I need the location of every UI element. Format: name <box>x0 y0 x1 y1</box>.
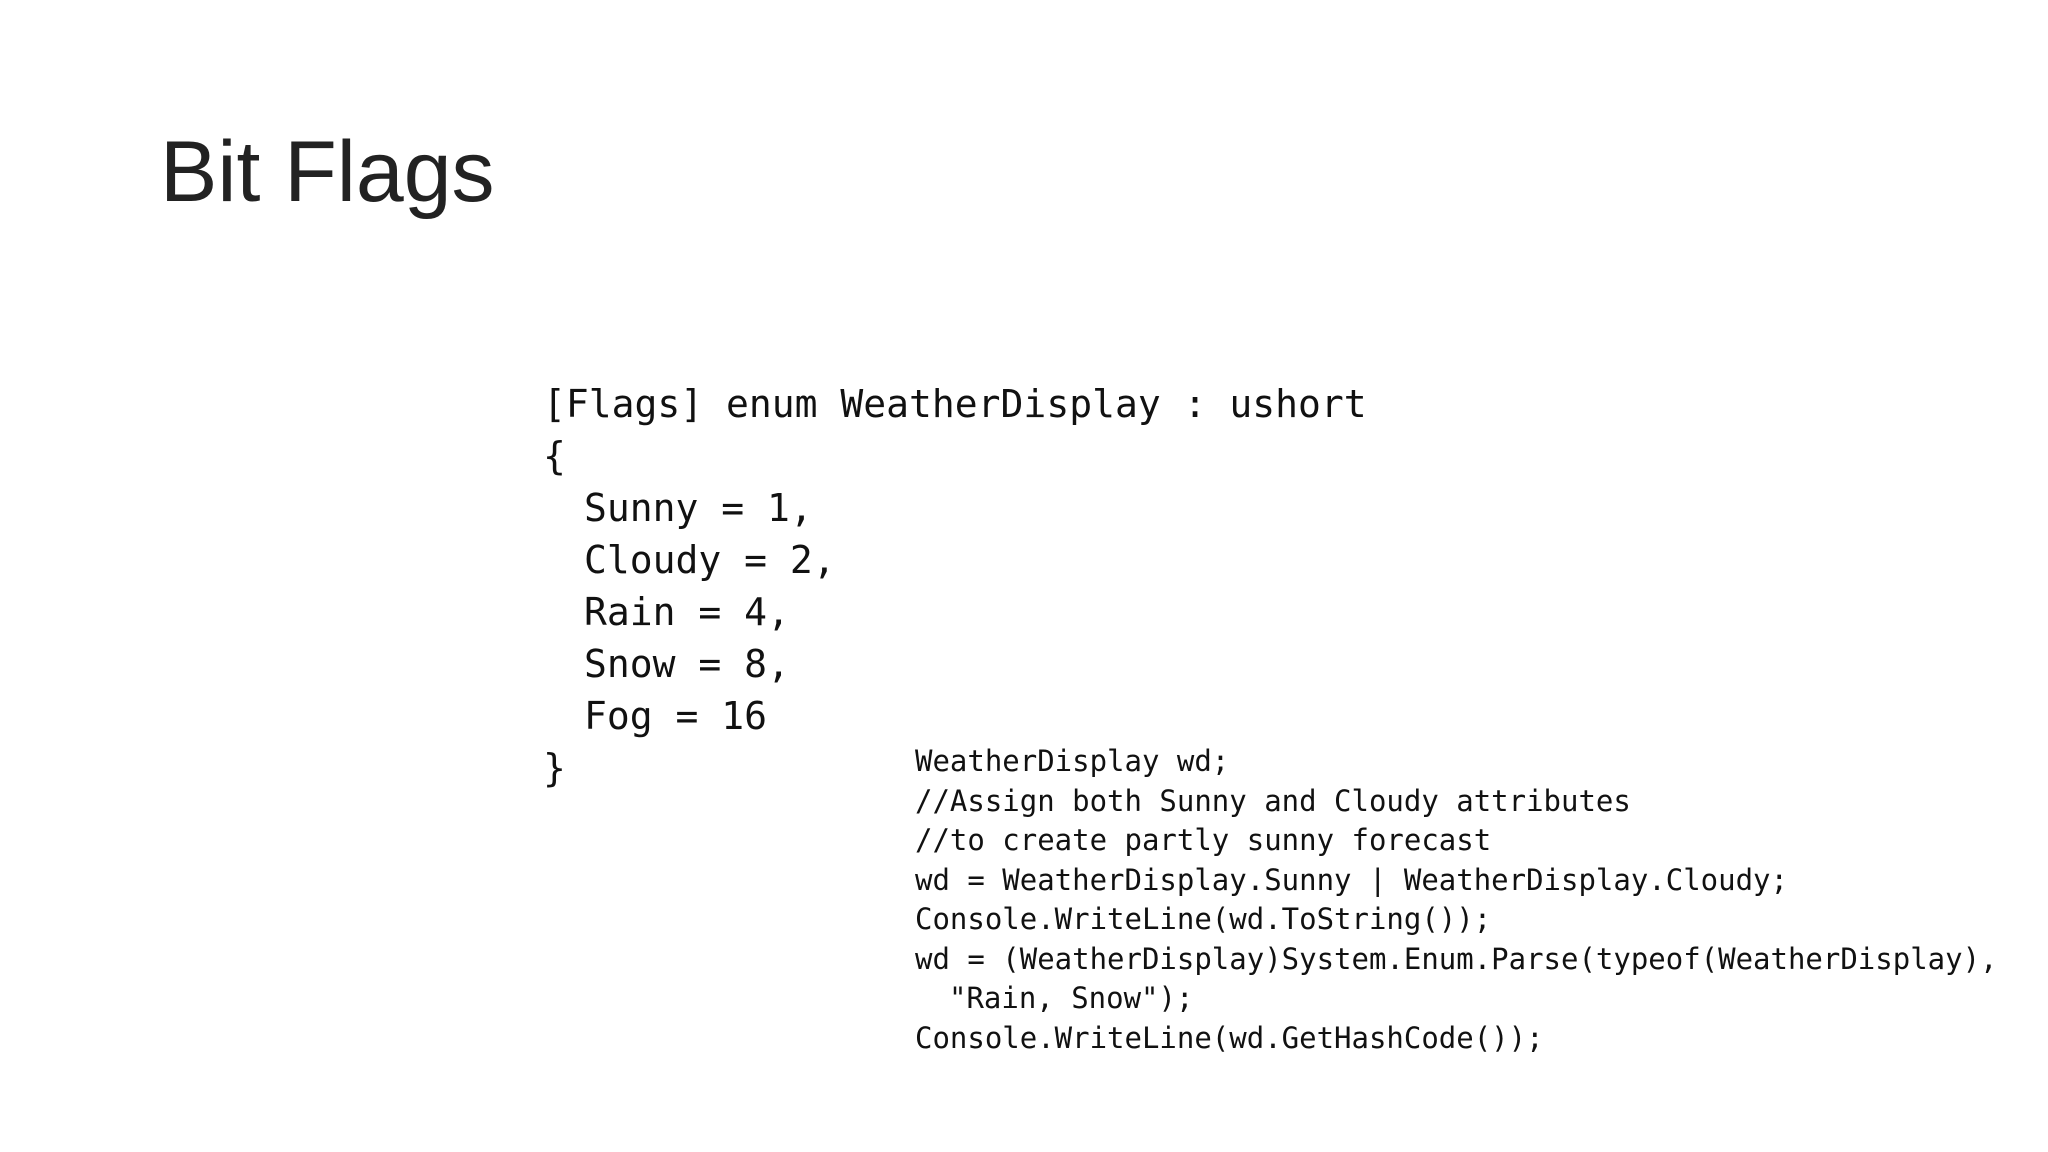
enum-code-block: [Flags] enum WeatherDisplay : ushort { Sun… <box>543 378 1367 794</box>
enum-code-line: [Flags] enum WeatherDisplay : ushort <box>543 382 1367 426</box>
enum-code-line: } <box>543 746 566 790</box>
enum-code-line: Sunny = 1, <box>584 486 813 530</box>
usage-code-line: wd = WeatherDisplay.Sunny | WeatherDispl… <box>915 862 1788 897</box>
enum-code-line: Cloudy = 2, <box>584 538 836 582</box>
enum-code-line: Rain = 4, <box>584 590 790 634</box>
usage-code-line: "Rain, Snow"); <box>949 981 1194 1015</box>
usage-code-comment: //to create partly sunny forecast <box>915 823 1492 857</box>
usage-code-line: wd = (WeatherDisplay)System.Enum.Parse(t… <box>915 941 1998 976</box>
usage-code-line: Console.WriteLine(wd.GetHashCode()); <box>915 1020 1544 1055</box>
enum-code-line: { <box>543 434 566 478</box>
enum-code-line: Snow = 8, <box>584 642 790 686</box>
usage-code-line: WeatherDisplay wd; <box>915 744 1230 778</box>
usage-code-line: Console.WriteLine(wd.ToString()); <box>915 902 1492 936</box>
slide-title: Bit Flags <box>160 124 495 220</box>
usage-code-comment: //Assign both Sunny and Cloudy attribute… <box>915 783 1631 818</box>
usage-code-block: WeatherDisplay wd; //Assign both Sunny an… <box>915 742 1998 1058</box>
enum-code-line: Fog = 16 <box>584 694 768 738</box>
